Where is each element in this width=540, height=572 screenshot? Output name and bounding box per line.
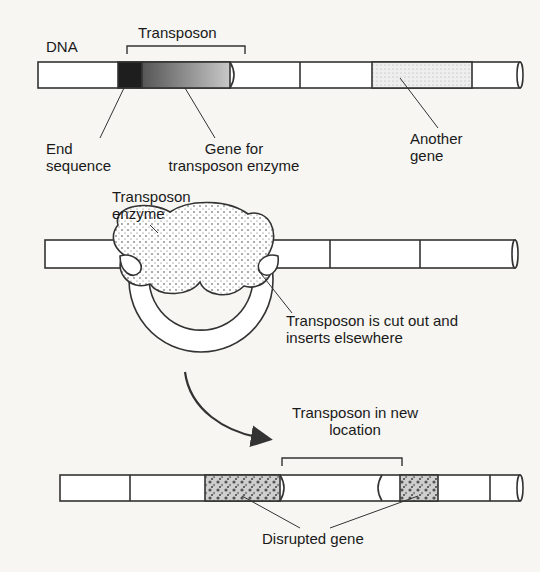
- part-label: Transposon enzyme: [112, 188, 204, 222]
- part-label: Transposon: [138, 24, 258, 41]
- part-label: Transposon in new location: [290, 404, 420, 438]
- note-label: Transposon is cut out and inserts elsewh…: [286, 312, 476, 346]
- part-label: Another gene: [410, 130, 474, 164]
- part-label: End sequence: [46, 140, 124, 174]
- part-label: DNA: [46, 38, 106, 55]
- part-label: Gene for transposon enzyme: [168, 140, 300, 174]
- part-label: Disrupted gene: [262, 530, 402, 547]
